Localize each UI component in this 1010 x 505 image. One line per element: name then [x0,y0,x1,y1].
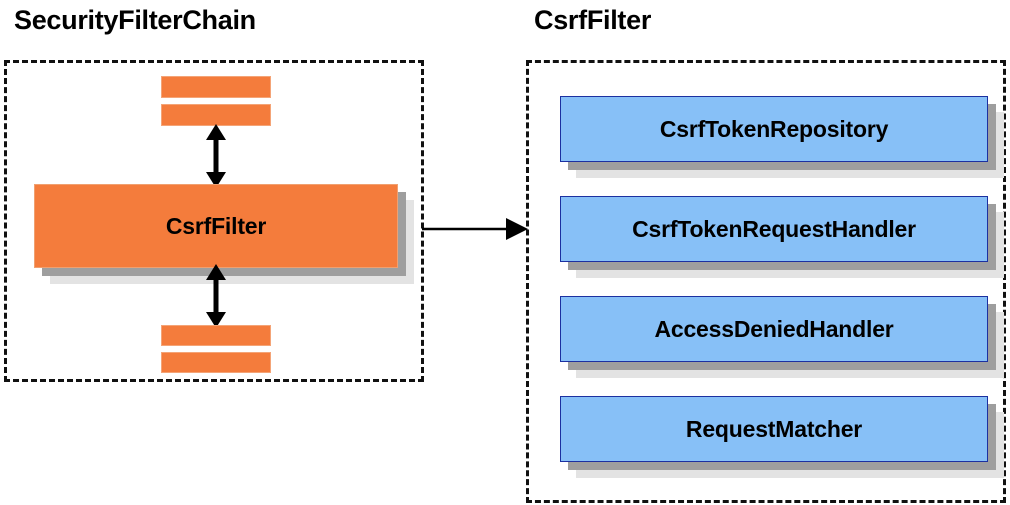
node-csrf-token-repository[interactable]: CsrfTokenRepository [560,96,1004,178]
node-face: RequestMatcher [560,396,988,462]
node-label: CsrfFilter [165,212,267,239]
node-face: CsrfTokenRepository [560,96,988,162]
filter-bar-top-2 [161,104,271,126]
page-title-security-filter-chain: SecurityFilterChain [14,5,256,35]
node-csrf-filter[interactable]: CsrfFilter [34,184,414,284]
node-request-matcher[interactable]: RequestMatcher [560,396,1004,478]
filter-bar-top-1 [161,76,271,98]
node-face: CsrfTokenRequestHandler [560,196,988,262]
node-face: AccessDeniedHandler [560,296,988,362]
node-label: CsrfTokenRequestHandler [632,215,916,242]
node-label: CsrfTokenRepository [659,115,889,142]
panel-csrf-filter-collaborators [526,60,1006,503]
panel-security-filter-chain [4,60,424,382]
double-arrow-top [206,124,226,188]
arrow-csrf-filter-to-collaborators [422,218,528,240]
filter-bar-bottom-1 [161,325,271,346]
node-label: RequestMatcher [685,415,863,442]
page-title-csrf-filter: CsrfFilter [534,5,652,35]
double-arrow-bottom [206,264,226,328]
node-csrf-token-request-handler[interactable]: CsrfTokenRequestHandler [560,196,1004,278]
node-access-denied-handler[interactable]: AccessDeniedHandler [560,296,1004,378]
node-face: CsrfFilter [34,184,398,268]
filter-bar-bottom-2 [161,352,271,373]
node-label: AccessDeniedHandler [654,315,894,342]
